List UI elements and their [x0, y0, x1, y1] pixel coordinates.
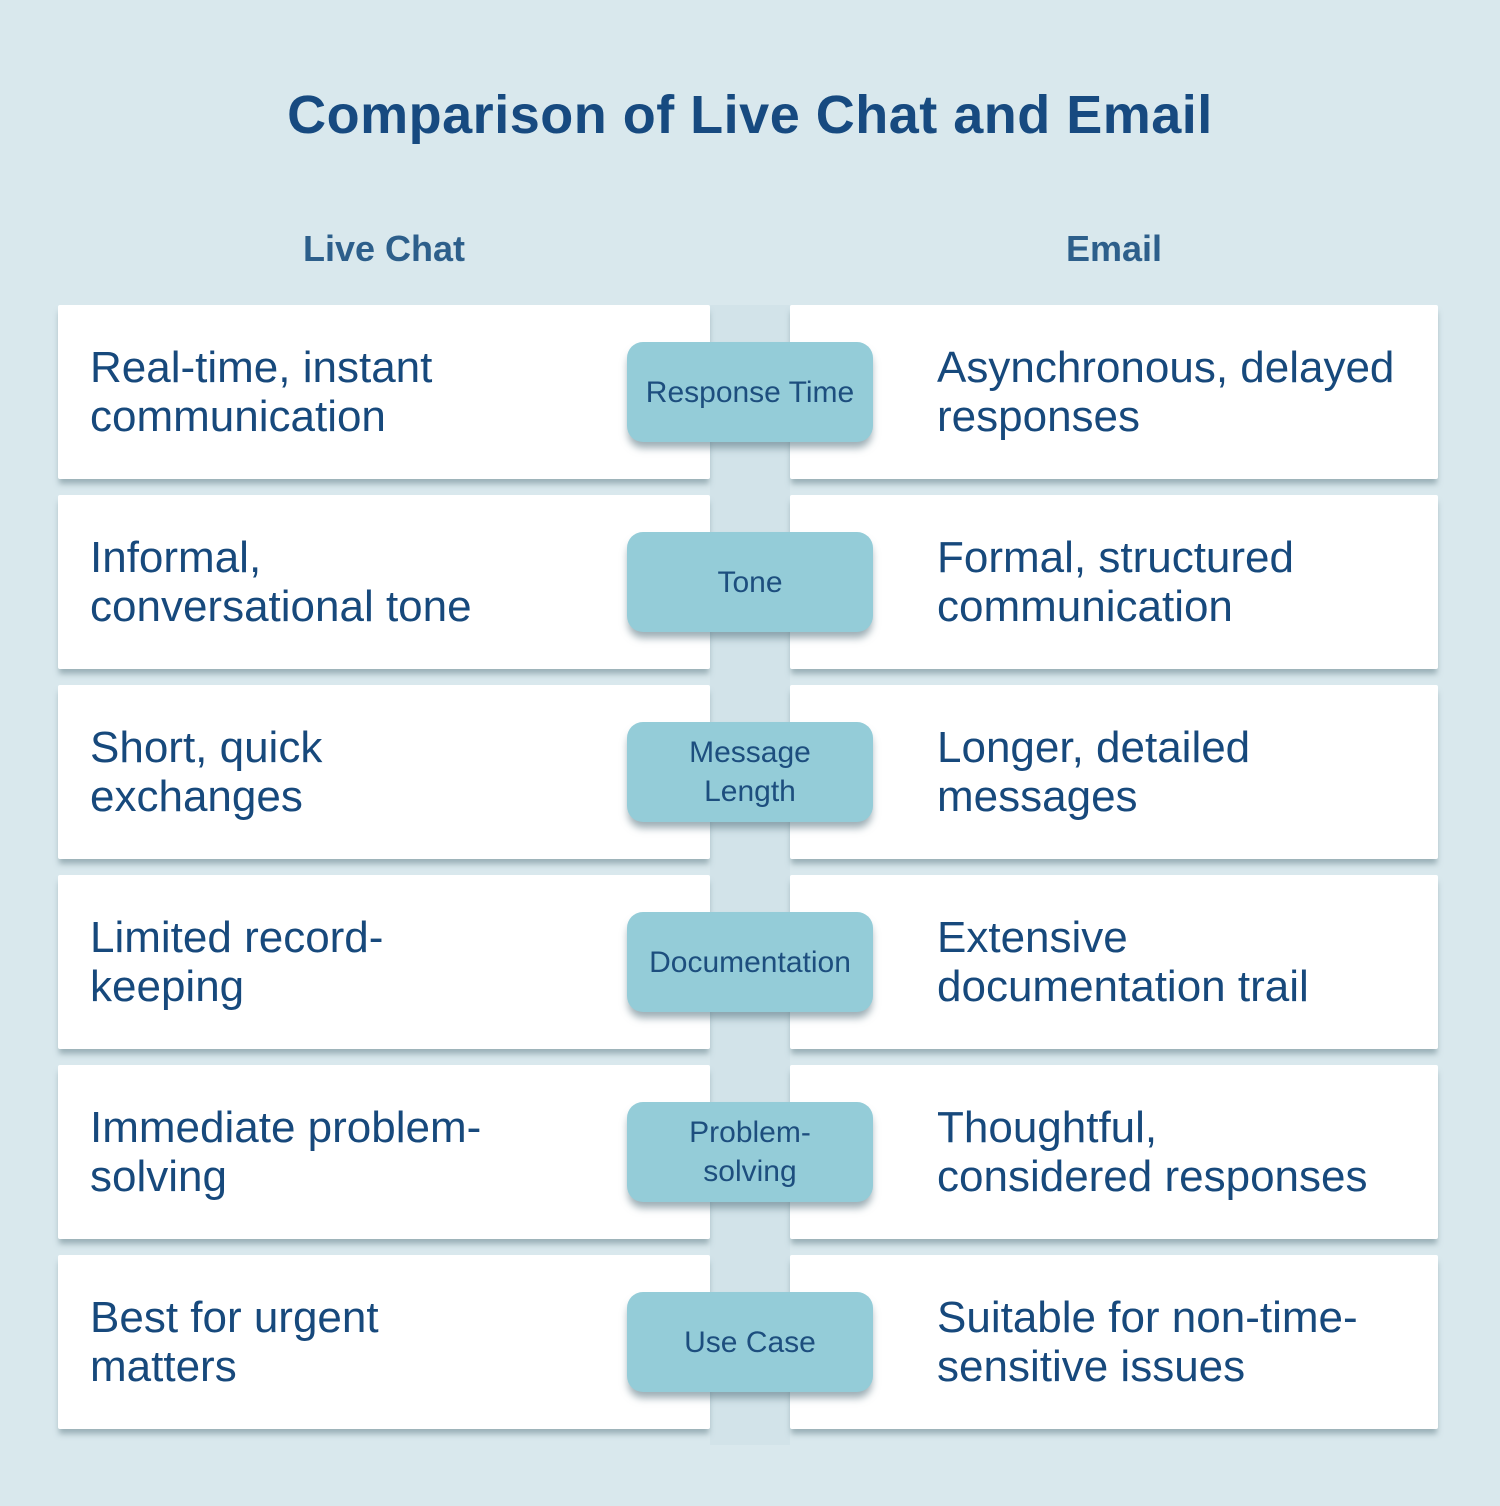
category-badge: Tone	[627, 532, 873, 632]
email-card: Longer, detailed messages	[790, 685, 1438, 859]
category-badge: Message Length	[627, 722, 873, 822]
category-label: Documentation	[649, 945, 851, 979]
email-text: Extensive documentation trail	[937, 912, 1309, 1011]
live-chat-text: Informal, conversational tone	[90, 532, 472, 631]
live-chat-card: Real-time, instant communication	[58, 305, 710, 479]
live-chat-text: Real-time, instant communication	[90, 342, 433, 441]
email-card: Formal, structured communication	[790, 495, 1438, 669]
email-text: Asynchronous, delayed responses	[937, 342, 1395, 441]
live-chat-card: Limited record- keeping	[58, 875, 710, 1049]
category-badge: Use Case	[627, 1292, 873, 1392]
comparison-row-message-length: Short, quick exchanges Longer, detailed …	[0, 685, 1500, 859]
comparison-row-tone: Informal, conversational tone Formal, st…	[0, 495, 1500, 669]
comparison-row-problem-solving: Immediate problem- solving Thoughtful, c…	[0, 1065, 1500, 1239]
email-text: Suitable for non-time- sensitive issues	[937, 1292, 1358, 1391]
category-label: Use Case	[684, 1325, 816, 1359]
live-chat-text: Short, quick exchanges	[90, 722, 323, 821]
live-chat-card: Immediate problem- solving	[58, 1065, 710, 1239]
email-card: Suitable for non-time- sensitive issues	[790, 1255, 1438, 1429]
email-text: Thoughtful, considered responses	[937, 1102, 1368, 1201]
live-chat-text: Limited record- keeping	[90, 912, 384, 1011]
email-card: Thoughtful, considered responses	[790, 1065, 1438, 1239]
column-header-email: Email	[1065, 228, 1163, 269]
comparison-row-response-time: Real-time, instant communication Asynchr…	[0, 305, 1500, 479]
email-card: Extensive documentation trail	[790, 875, 1438, 1049]
live-chat-card: Short, quick exchanges	[58, 685, 710, 859]
live-chat-text: Best for urgent matters	[90, 1292, 379, 1391]
live-chat-card: Best for urgent matters	[58, 1255, 710, 1429]
category-label: Problem- solving	[689, 1116, 811, 1188]
comparison-row-documentation: Limited record- keeping Extensive docume…	[0, 875, 1500, 1049]
category-label: Message Length	[689, 736, 811, 808]
live-chat-card: Informal, conversational tone	[58, 495, 710, 669]
page-title: Comparison of Live Chat and Email	[287, 85, 1213, 145]
category-label: Tone	[717, 565, 783, 599]
category-badge: Documentation	[627, 912, 873, 1012]
category-label: Response Time	[645, 375, 855, 409]
category-badge: Problem- solving	[627, 1102, 873, 1202]
email-text: Formal, structured communication	[937, 532, 1294, 631]
live-chat-text: Immediate problem- solving	[90, 1102, 482, 1201]
column-header-live-chat: Live Chat	[302, 228, 466, 269]
email-text: Longer, detailed messages	[937, 722, 1251, 821]
center-strip	[710, 305, 790, 1445]
category-badge: Response Time	[627, 342, 873, 442]
comparison-row-use-case: Best for urgent matters Suitable for non…	[0, 1255, 1500, 1429]
email-card: Asynchronous, delayed responses	[790, 305, 1438, 479]
